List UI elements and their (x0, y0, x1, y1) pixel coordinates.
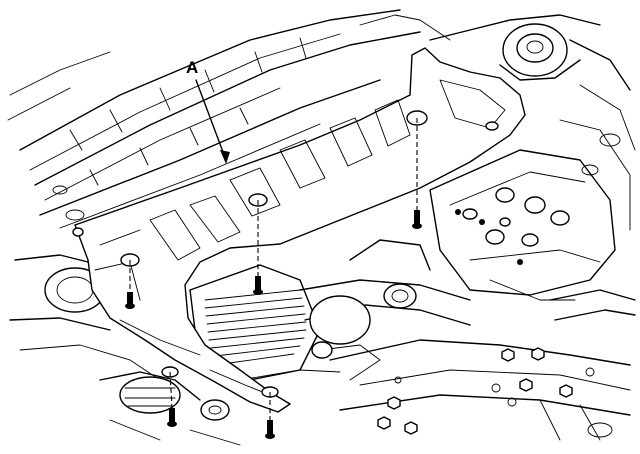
subframe-nut (377, 347, 573, 435)
bolt-group (125, 118, 422, 439)
mount-hole (72, 227, 84, 237)
suspension-mount-upper-right (429, 14, 636, 231)
callout-label: A (186, 58, 198, 77)
leader-line (195, 79, 227, 161)
subframe-lower-right (329, 289, 636, 441)
bolt-2 (253, 200, 263, 295)
bolt-4 (167, 371, 177, 427)
undercover-panel (72, 47, 526, 413)
leader-arrowhead (220, 150, 230, 164)
frame-rail-left (7, 9, 451, 229)
bolt-1 (125, 260, 135, 309)
bolt-5 (265, 392, 275, 439)
bolt-3 (412, 118, 422, 229)
exhaust-pipe (299, 239, 471, 381)
mount-hole (485, 121, 499, 131)
transmission-housing (429, 149, 616, 301)
callout-a: A (186, 58, 230, 164)
